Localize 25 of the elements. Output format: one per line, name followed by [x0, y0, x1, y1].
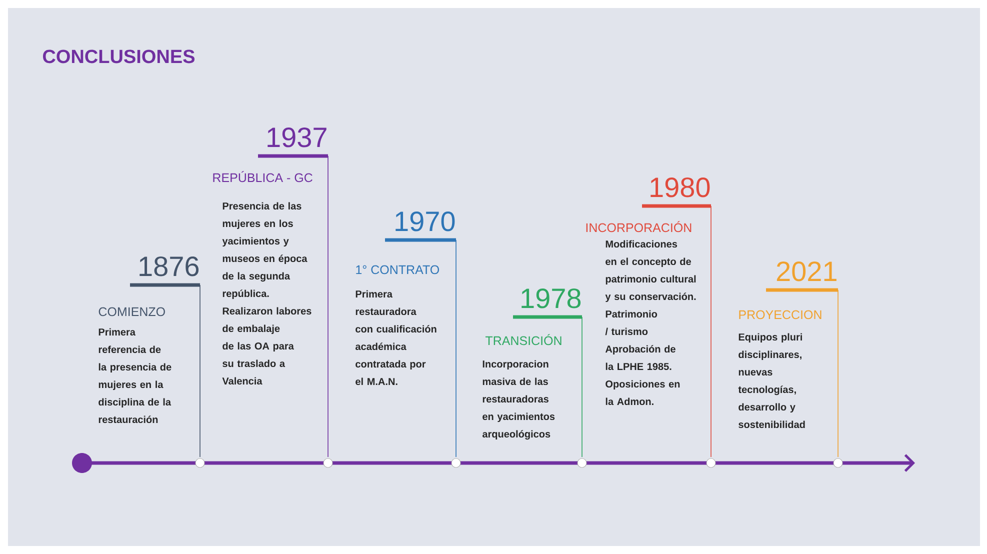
timeline-event [586, 177, 712, 458]
event-description: Primera restauradora con cualificación académica contratada por el M.A.N. [356, 290, 436, 386]
timeline-event [738, 261, 838, 458]
year-label: 1937 [268, 127, 326, 148]
event-heading: REPÚBLICA - GC [213, 171, 312, 182]
event-heading: COMIENZO [98, 307, 165, 316]
event-description: Primera referencia de la presencia de mujeres en la disciplina de la restauración [98, 328, 172, 424]
timeline-event [356, 211, 456, 458]
timeline-event [213, 127, 328, 458]
event-description: Equipos pluri disciplinares, nuevas tecnologías, desarrollo y sostenibilidad [738, 333, 805, 428]
event-description: Presencia de las mujeres en los yacimientos y museos en época de la segunda república. Realizaron labores de embalaje de las OA para su traslado a Valencia [222, 202, 312, 385]
year-label: 1978 [522, 288, 581, 308]
timeline-event [482, 288, 582, 458]
year-label: 2021 [776, 261, 836, 282]
event-description: Incorporacion masiva de las restauradoras en yacimientos arqueológicos [482, 360, 555, 440]
year-label: 1980 [650, 177, 710, 198]
year-label: 1876 [140, 256, 199, 276]
event-description: Modificaciones en el concepto de patrimonio cultural y su conservación. Patrimonio / turismo Aprobación de la LPHE 1985. Oposiciones en la Admon. [605, 240, 696, 406]
event-heading: TRANSICIÓN [486, 334, 562, 346]
event-heading: INCORPORACIÓN [586, 221, 692, 232]
event-heading: PROYECCION [739, 310, 822, 320]
title: CONCLUSIONES [42, 50, 194, 64]
timeline-event [98, 256, 200, 458]
event-heading: 1° CONTRATO [356, 265, 440, 274]
year-label: 1970 [396, 211, 455, 232]
